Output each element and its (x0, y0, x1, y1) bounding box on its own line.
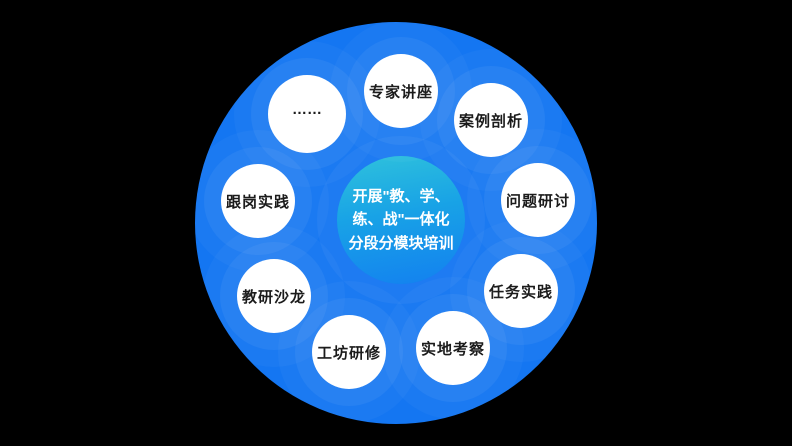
node-label: 任务实践 (488, 283, 553, 301)
center-text-line: 练、战"一体化 (352, 211, 450, 229)
node-case-analysis: 案例剖析 (454, 83, 528, 157)
node-label: 实地考察 (420, 340, 485, 358)
outer-circle: 开展"教、学、 练、战"一体化 分段分模块培训 专家讲座 案例剖析 问题研讨 任… (195, 22, 597, 424)
node-ellipsis: …… (268, 75, 346, 153)
node-problem-discussion: 问题研讨 (501, 163, 575, 237)
node-label: 问题研讨 (505, 192, 570, 210)
center-text-line: 开展"教、学、 (352, 188, 450, 206)
node-label: 工坊研修 (316, 344, 381, 362)
center-node: 开展"教、学、 练、战"一体化 分段分模块培训 (337, 156, 465, 284)
node-task-practice: 任务实践 (484, 254, 558, 328)
center-text-line: 分段分模块培训 (348, 234, 454, 252)
node-label: 专家讲座 (368, 83, 433, 101)
node-label: …… (292, 100, 322, 118)
node-label: 教研沙龙 (241, 288, 306, 306)
node-label: 案例剖析 (458, 112, 523, 130)
node-label: 跟岗实践 (225, 193, 290, 211)
node-workshop-training: 工坊研修 (312, 315, 386, 389)
node-expert-lecture: 专家讲座 (364, 54, 438, 128)
node-job-shadowing-practice: 跟岗实践 (221, 164, 295, 238)
node-field-visit: 实地考察 (416, 311, 490, 385)
node-teaching-research-salon: 教研沙龙 (237, 259, 311, 333)
